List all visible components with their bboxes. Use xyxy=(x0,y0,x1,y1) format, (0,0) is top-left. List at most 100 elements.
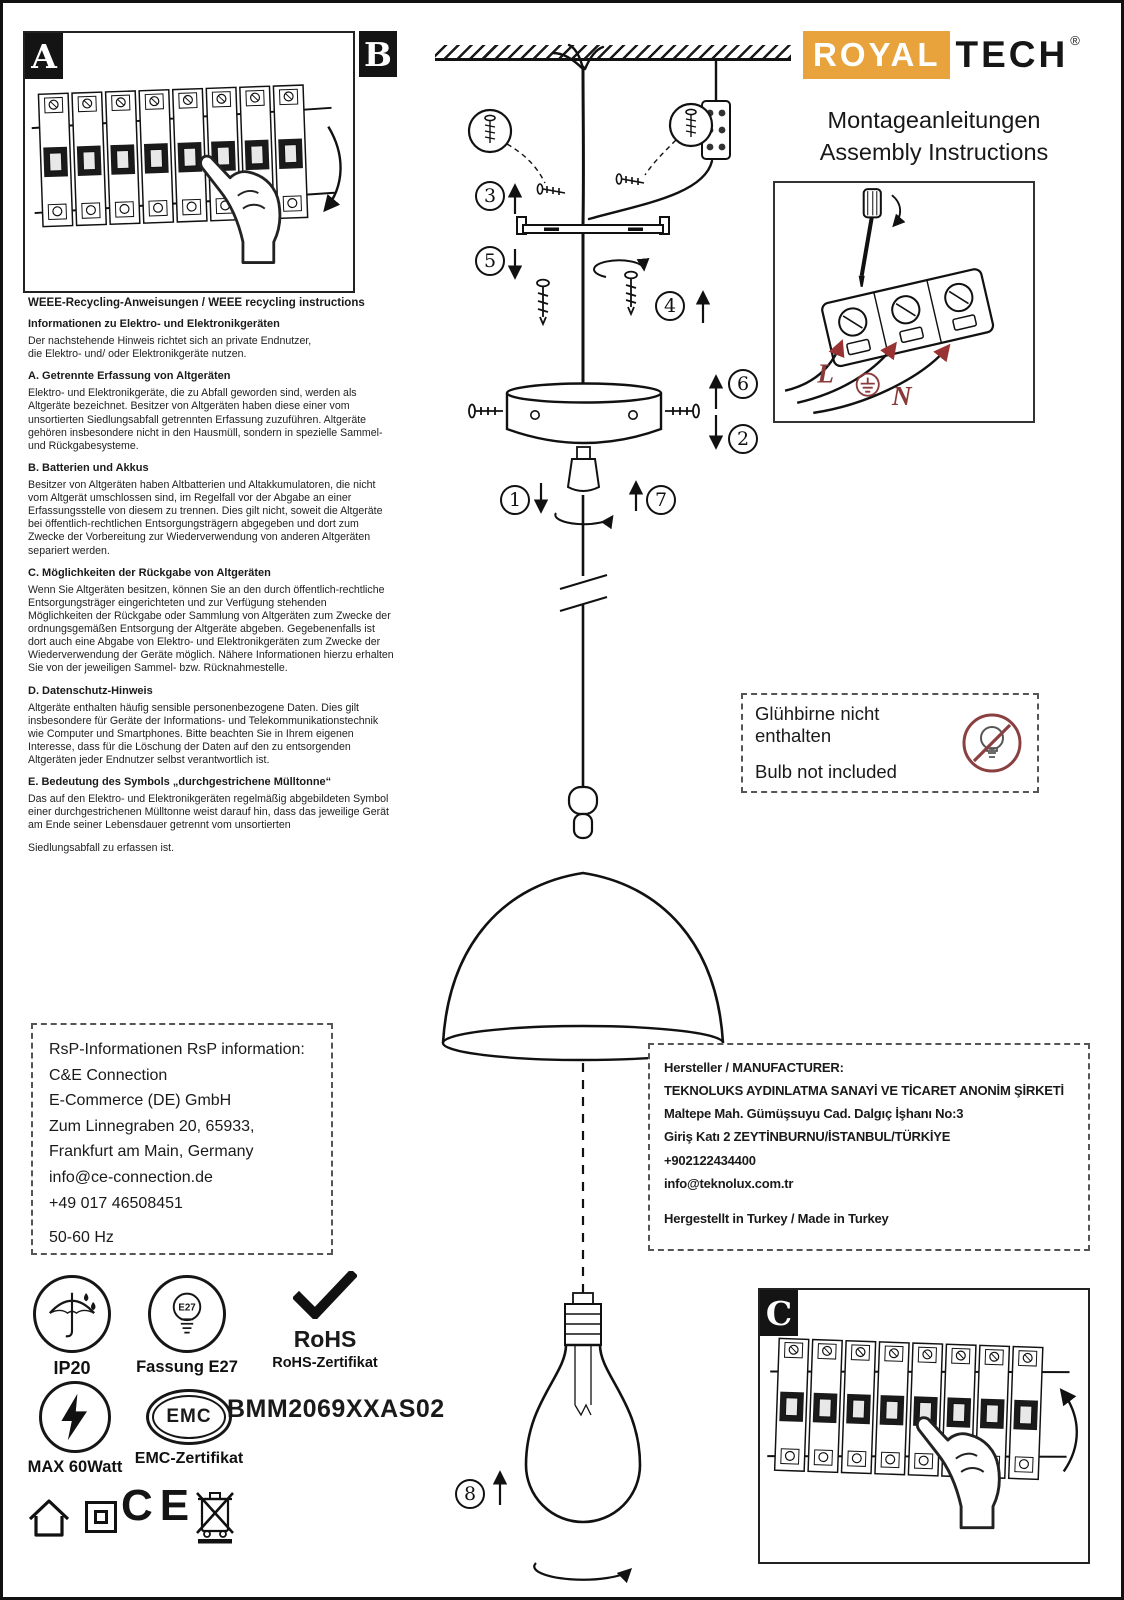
screwdriver-icon xyxy=(858,188,906,287)
weee-section-body: Der nachstehende Hinweis richtet sich an… xyxy=(28,335,312,361)
step-marker-4: 4 xyxy=(655,291,685,321)
rotate-arrow-grip xyxy=(554,512,614,530)
registered-trademark: ® xyxy=(1070,33,1080,48)
step-marker-3: 3 xyxy=(475,181,505,211)
brand-royal: ROYAL xyxy=(803,31,951,79)
light-bulb-icon xyxy=(524,1292,642,1524)
manufacturer-line: Maltepe Mah. Gümüşsuyu Cad. Dalgıç İşhan… xyxy=(664,1106,964,1122)
step-marker-5: 5 xyxy=(475,246,505,276)
max-wattage: MAX 60Watt xyxy=(23,1381,127,1477)
weee-heading: WEEE-Recycling-Anweisungen / WEEE recycl… xyxy=(28,297,365,309)
dome-shade xyxy=(441,871,725,1062)
bulb-notice-en: Bulb not included xyxy=(755,761,897,782)
rotate-arrow-bulb xyxy=(533,1562,633,1584)
label-line-l: L xyxy=(816,359,834,389)
manufacturer-line: TEKNOLUKS AYDINLATMA SANAYİ VE TİCARET A… xyxy=(664,1083,1064,1099)
wiring-detail-panel: L N xyxy=(773,181,1035,423)
breaker-illustration-c xyxy=(767,1337,1078,1530)
manufacturer-line: Giriş Katı 2 ZEYTİNBURNU/İSTANBUL/TÜRKİY… xyxy=(664,1129,951,1145)
rsp-line: info@ce-connection.de xyxy=(49,1168,213,1186)
weee-section-heading: Informationen zu Elektro- und Elektronik… xyxy=(28,318,280,330)
weee-section-heading: E. Bedeutung des Symbols „durchgestriche… xyxy=(28,776,332,789)
bulb-notice-de: Glühbirne nicht enthalten xyxy=(755,703,880,746)
ip20-icon xyxy=(33,1275,111,1353)
weee-section-body: Besitzer von Altgeräten haben Altbatteri… xyxy=(28,478,383,557)
ceiling-hatch xyxy=(435,45,791,61)
document-title: Montageanleitungen Assembly Instructions xyxy=(778,105,1090,168)
panel-b-label: B xyxy=(359,31,397,77)
ceiling-canopy xyxy=(505,382,663,445)
made-in-line: Hergestellt in Turkey / Made in Turkey xyxy=(664,1210,889,1226)
rsp-line: +49 017 46508451 xyxy=(49,1194,183,1212)
model-code: BMM2069XXAS02 xyxy=(227,1395,445,1423)
rsp-line: RsP-Informationen RsP information: xyxy=(49,1041,305,1058)
emc-label: EMC-Zertifikat xyxy=(134,1450,244,1467)
breaker-illustration-a xyxy=(31,84,342,264)
ip20-label: IP20 xyxy=(53,1358,91,1378)
weee-section-heading: B. Batterien und Akkus xyxy=(28,461,149,474)
manufacturer-line: Hersteller / MANUFACTURER: xyxy=(664,1060,844,1075)
rsp-frequency: 50-60 Hz xyxy=(49,1229,114,1247)
emc-text: EMC xyxy=(152,1395,226,1439)
assembly-diagram xyxy=(441,43,731,1584)
step-marker-7: 7 xyxy=(646,485,676,515)
umbrella-drops-icon xyxy=(48,1292,96,1338)
rohs-word: RoHS xyxy=(293,1326,357,1352)
rsp-information: RsP-Informationen RsP information: C&E C… xyxy=(31,1023,333,1255)
step-marker-6: 6 xyxy=(728,369,758,399)
rohs-certification: RoHS RoHS-Zertifikat xyxy=(255,1268,395,1371)
e27-bulb-icon: E27 xyxy=(148,1275,226,1353)
cable-break-marks xyxy=(559,574,608,612)
step-marker-8: 8 xyxy=(455,1479,485,1509)
terminal-strip-icon xyxy=(821,268,995,368)
ground-symbol-icon xyxy=(855,372,880,397)
weee-section-body: Altgeräte enthalten häufig sensible pers… xyxy=(28,701,379,767)
title-english: Assembly Instructions xyxy=(819,138,1049,165)
weee-section-heading: D. Datenschutz-Hinweis xyxy=(28,684,153,697)
checkmark-icon xyxy=(291,1268,359,1322)
title-german: Montageanleitungen xyxy=(827,107,1041,133)
brand-tech: TECH xyxy=(955,34,1069,75)
wiring-detail-illustration: L N xyxy=(784,188,995,415)
rsp-line: C&E Connection xyxy=(49,1066,168,1084)
weee-footer: Siedlungsabfall zu erfassen ist. xyxy=(28,841,175,854)
e27-inner-text: E27 xyxy=(178,1302,195,1313)
weee-section-heading: C. Möglichkeiten der Rückgabe von Altger… xyxy=(28,566,271,579)
lightning-icon xyxy=(39,1381,111,1453)
weee-bin-icon xyxy=(196,1492,234,1544)
manufacturer-line: info@teknolux.com.tr xyxy=(664,1175,794,1191)
e27-label: Fassung E27 xyxy=(136,1358,238,1376)
bulb-not-included-notice: Glühbirne nicht enthalten Bulb not inclu… xyxy=(741,693,1039,793)
max-watt-label: MAX 60Watt xyxy=(27,1458,123,1476)
anchor-detail-right xyxy=(644,102,714,176)
e27-socket: E27 Fassung E27 xyxy=(129,1275,245,1377)
emc-icon: EMC xyxy=(146,1389,232,1445)
panel-a-label: A xyxy=(25,33,63,79)
mounting-screws-top xyxy=(536,173,645,195)
label-neutral-n: N xyxy=(891,381,913,411)
rsp-line: Zum Linnegraben 20, 65933, xyxy=(49,1117,255,1135)
weee-section-heading: A. Getrennte Erfassung von Altgeräten xyxy=(28,370,231,383)
panel-c: C xyxy=(758,1288,1090,1564)
weee-instructions: WEEE-Recycling-Anweisungen / WEEE recycl… xyxy=(28,297,394,855)
up-arrow-icon xyxy=(1059,1388,1078,1473)
step-marker-1: 1 xyxy=(500,485,530,515)
manufacturer-line: +902122434400 xyxy=(664,1152,756,1168)
no-bulb-icon xyxy=(962,713,1022,773)
canopy-side-screws xyxy=(468,403,700,419)
emc-certification: EMC EMC-Zertifikat xyxy=(131,1389,247,1468)
rotate-arrow-bracket xyxy=(593,257,650,278)
weee-section-body: Wenn Sie Altgeräten besitzen, können Sie… xyxy=(28,583,394,675)
rsp-line: E-Commerce (DE) GmbH xyxy=(49,1092,232,1110)
supply-wires xyxy=(784,339,951,415)
panel-a: A xyxy=(23,31,355,293)
rsp-line: Frankfurt am Main, Germany xyxy=(49,1143,254,1161)
rohs-label: RoHS-Zertifikat xyxy=(272,1355,378,1371)
cord-grip xyxy=(566,446,601,492)
down-arrow-icon xyxy=(323,125,342,213)
step-marker-2: 2 xyxy=(728,424,758,454)
manufacturer-information: Hersteller / MANUFACTURER: TEKNOLUKS AYD… xyxy=(648,1043,1090,1251)
ip20-rating: IP20 xyxy=(27,1275,117,1379)
mounting-bracket xyxy=(516,216,670,235)
